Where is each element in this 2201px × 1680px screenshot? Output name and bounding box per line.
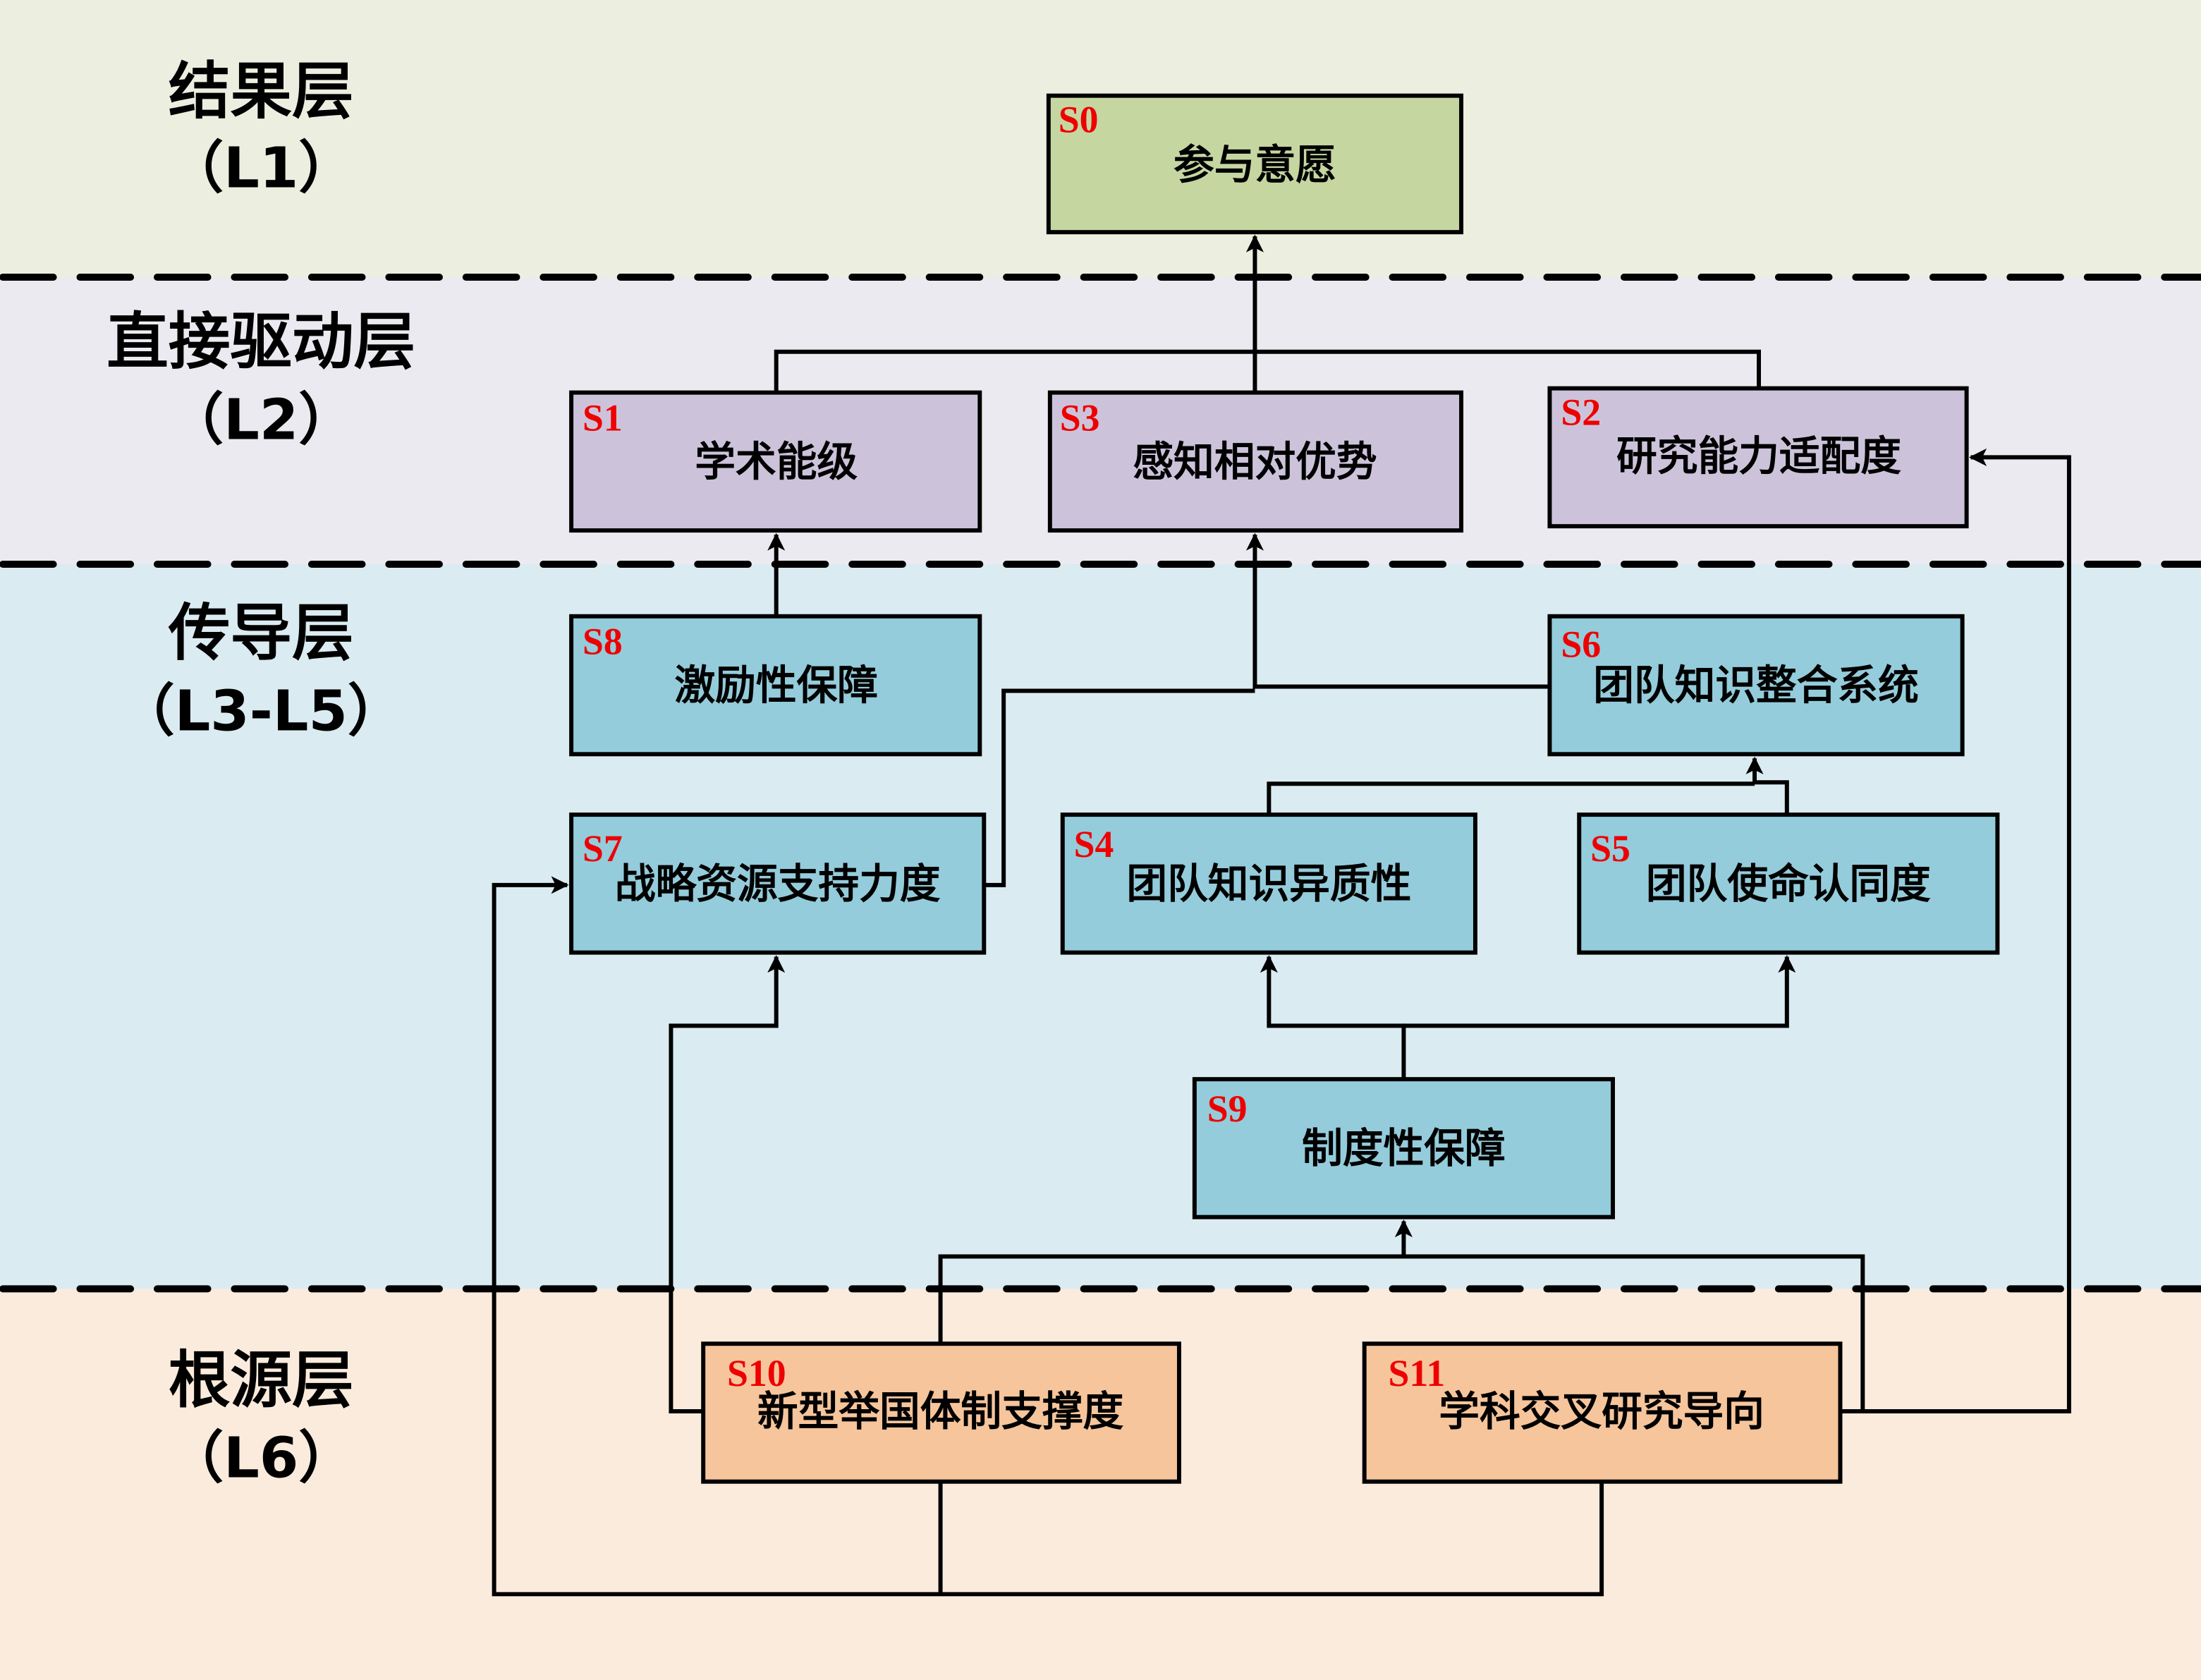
node-s0[interactable]: S0 参与意愿 <box>1046 93 1464 235</box>
node-s4-code: S4 <box>1074 823 1114 865</box>
node-s8-box <box>569 614 982 757</box>
edge-s10-to-s7 <box>669 955 786 1413</box>
edge-s2-bus <box>1255 349 1761 389</box>
node-s9[interactable]: S9 制度性保障 <box>1192 1077 1615 1219</box>
layer-l3-name: 传导层 <box>168 597 354 669</box>
edge-s11-to-s9 <box>1394 1219 1865 1413</box>
node-s2-box <box>1547 386 1969 529</box>
node-s5-box <box>1577 812 2000 955</box>
layer-l1-name: 结果层 <box>169 56 354 128</box>
node-s11-box <box>1362 1341 1843 1484</box>
node-s6-code: S6 <box>1561 623 1601 666</box>
edge-s10-to-s9 <box>938 1254 1404 1344</box>
layer-l2-level: （L2） <box>168 386 355 452</box>
node-s9-box <box>1192 1077 1615 1219</box>
node-s1-code: S1 <box>583 396 623 439</box>
node-s11-label: 学科交叉研究导向 <box>1439 1387 1764 1435</box>
node-s3-box <box>1047 390 1464 533</box>
node-s8[interactable]: S8 激励性保障 <box>569 614 982 757</box>
node-s4-label: 团队知识异质性 <box>1126 860 1411 908</box>
node-s4[interactable]: S4 团队知识异质性 <box>1060 812 1477 955</box>
node-s1-box <box>569 390 982 533</box>
node-s2-label: 研究能力适配度 <box>1616 432 1901 480</box>
layer-l3-level: （L3-L5） <box>118 678 403 743</box>
edge-s6-to-s3 <box>1245 532 1550 689</box>
node-s0-code: S0 <box>1059 98 1099 140</box>
edge-s5-to-s6 <box>1745 756 1789 815</box>
layer-l1-level: （L1） <box>168 135 355 200</box>
node-s2[interactable]: S2 研究能力适配度 <box>1547 386 1969 529</box>
edge-s4-to-s6 <box>1267 781 1755 815</box>
nodes: S0 参与意愿 S1 学术能级 S3 感知相对优势 S2 研究能力适配度 S8 … <box>569 93 2000 1484</box>
edge-s11-bottom-loop <box>492 876 1604 1597</box>
edge-s9-to-s5 <box>1403 955 1796 1028</box>
edges <box>492 234 2071 1597</box>
layer-l6-level: （L6） <box>168 1425 355 1491</box>
node-s11-code: S11 <box>1389 1352 1446 1394</box>
node-s11[interactable]: S11 学科交叉研究导向 <box>1362 1341 1843 1484</box>
layer-labels: 结果层 （L1） 直接驱动层 （L2） 传导层 （L3-L5） 根源层 （L6） <box>106 56 415 1491</box>
edge-s9-to-s4 <box>1260 955 1406 1080</box>
edge-s7-to-s3 <box>984 688 1255 887</box>
node-s5[interactable]: S5 团队使命认同度 <box>1577 812 2000 955</box>
node-s3-label: 感知相对优势 <box>1133 437 1377 485</box>
node-s8-code: S8 <box>583 621 623 663</box>
node-s3-code: S3 <box>1060 396 1100 439</box>
node-s2-code: S2 <box>1561 391 1601 433</box>
node-s10[interactable]: S10 新型举国体制支撑度 <box>701 1341 1181 1484</box>
node-s6-box <box>1547 614 1965 757</box>
node-s0-box <box>1046 93 1464 235</box>
node-s10-box <box>701 1341 1181 1484</box>
node-s10-label: 新型举国体制支撑度 <box>757 1387 1124 1435</box>
node-s3[interactable]: S3 感知相对优势 <box>1047 390 1464 533</box>
node-s6-label: 团队知识整合系统 <box>1593 661 1919 709</box>
node-s9-label: 制度性保障 <box>1302 1124 1506 1172</box>
node-s7-box <box>569 812 987 955</box>
node-s8-label: 激励性保障 <box>674 661 878 709</box>
node-s7-code: S7 <box>583 827 623 870</box>
edge-s11-to-s2 <box>1862 448 2071 1413</box>
node-s6[interactable]: S6 团队知识整合系统 <box>1547 614 1965 757</box>
edge-s1-bus <box>774 349 1255 393</box>
node-s5-label: 团队使命认同度 <box>1646 860 1931 908</box>
node-s0-label: 参与意愿 <box>1173 140 1336 188</box>
node-s1-label: 学术能级 <box>695 437 858 485</box>
layer-dividers <box>0 274 2201 1293</box>
node-s7-label: 战略资源支持力度 <box>615 860 941 908</box>
node-s4-box <box>1060 812 1477 955</box>
node-s1[interactable]: S1 学术能级 <box>569 390 982 533</box>
layer-l6-name: 根源层 <box>169 1344 354 1416</box>
node-s10-code: S10 <box>727 1352 786 1394</box>
layer-l2-name: 直接驱动层 <box>106 306 415 378</box>
node-s9-code: S9 <box>1207 1088 1248 1130</box>
node-s7[interactable]: S7 战略资源支持力度 <box>569 812 987 955</box>
node-s5-code: S5 <box>1590 827 1630 870</box>
